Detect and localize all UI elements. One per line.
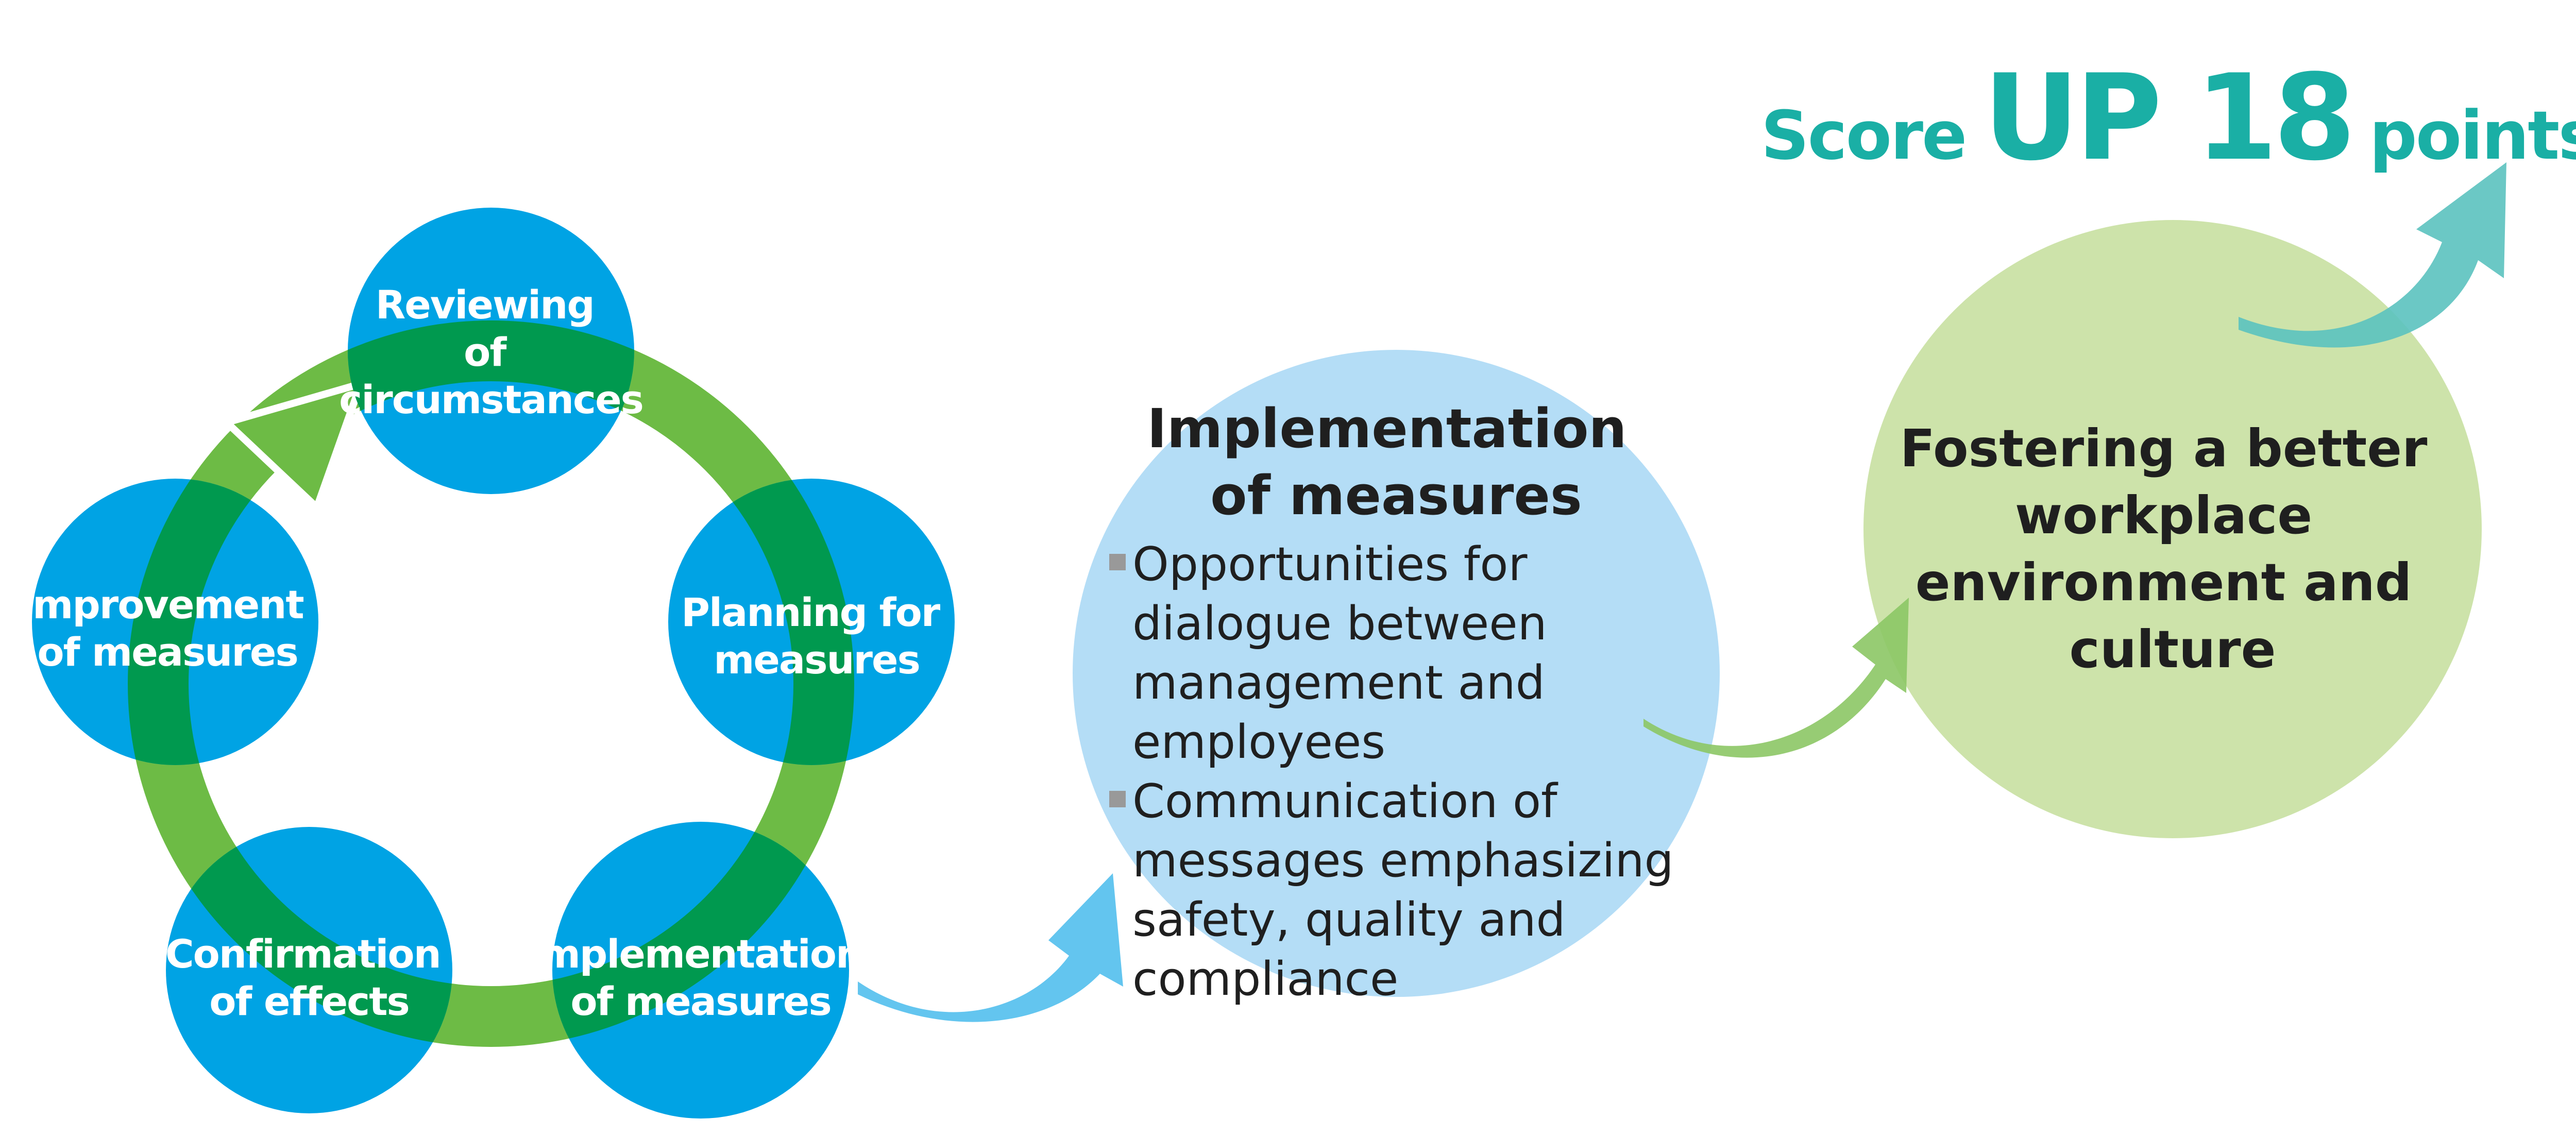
bullet-line: dialogue between	[1132, 597, 1547, 651]
goal-line: workplace	[2015, 485, 2312, 546]
bullet-line: employees	[1132, 715, 1385, 769]
implementation-bullet-1: Opportunities for dialogue between manag…	[1132, 537, 1562, 769]
bullet-marker	[1109, 554, 1126, 570]
cycle-label-confirmation: Confirmation of effects	[165, 931, 453, 1024]
goal-line: culture	[2070, 619, 2276, 680]
bullet-line: management and	[1132, 656, 1545, 710]
cycle-label-line: of measures	[570, 978, 831, 1024]
implementation-title-line: of measures	[1210, 464, 1582, 527]
goal-text: Fostering a better workplace environment…	[1900, 418, 2446, 680]
cycle-label-improvement: Improvement of measures	[19, 582, 316, 675]
goal-group	[1863, 220, 2482, 838]
cycle-label-line: Confirmation	[165, 931, 440, 977]
score-suffix: points	[2369, 96, 2576, 175]
cycle-label-line: measures	[714, 637, 920, 683]
arrow-body	[858, 873, 1123, 1022]
arrow-to-implementation	[858, 873, 1123, 1022]
cycle-label-line: of	[464, 329, 507, 375]
cycle-label-line: of measures	[37, 629, 297, 675]
implementation-title-line: Implementation	[1147, 397, 1626, 460]
cycle-label-line: Planning for	[681, 589, 941, 635]
arrow-to-goal	[1643, 598, 1909, 758]
bullet-marker	[1109, 791, 1126, 807]
cycle-label-reviewing: Reviewing of circumstances	[339, 282, 643, 422]
bullet-line: Opportunities for	[1132, 537, 1527, 591]
score-headline: Score UP 18 points	[1761, 49, 2576, 187]
cycle-label-implementation: Implementation of measures	[526, 931, 875, 1024]
cycle-label-line: of effects	[209, 978, 409, 1024]
arrow-body	[2239, 162, 2506, 348]
score-highlight: UP 18	[1983, 49, 2351, 187]
cycle-label-planning: Planning for measures	[681, 589, 952, 683]
implementation-title: Implementation of measures	[1147, 397, 1646, 527]
arrow-to-score	[2239, 162, 2506, 348]
goal-line: environment and	[1916, 552, 2412, 613]
cycle-label-line: Reviewing	[376, 282, 594, 328]
cycle-label-line: Implementation	[526, 931, 862, 977]
goal-line: Fostering a better	[1900, 418, 2428, 479]
arrow-body	[1643, 598, 1909, 758]
cycle-arrowhead	[219, 378, 367, 514]
implementation-bullet-2: Communication of messages emphasizing sa…	[1132, 774, 1688, 1006]
score-prefix: Score	[1761, 96, 1965, 175]
bullet-line: messages emphasizing	[1132, 834, 1674, 888]
bullet-line: Communication of	[1132, 774, 1558, 828]
bullet-line: compliance	[1132, 952, 1398, 1006]
cycle-label-line: circumstances	[339, 377, 643, 422]
cycle-group: Reviewing of circumstances Planning for …	[19, 208, 955, 1119]
implementation-group: Implementation of measures Opportunities…	[1073, 350, 1720, 1006]
goal-circle	[1863, 220, 2482, 838]
cycle-label-line: Improvement	[19, 582, 303, 628]
implementation-circle	[1073, 350, 1720, 997]
bullet-line: safety, quality and	[1132, 893, 1566, 947]
